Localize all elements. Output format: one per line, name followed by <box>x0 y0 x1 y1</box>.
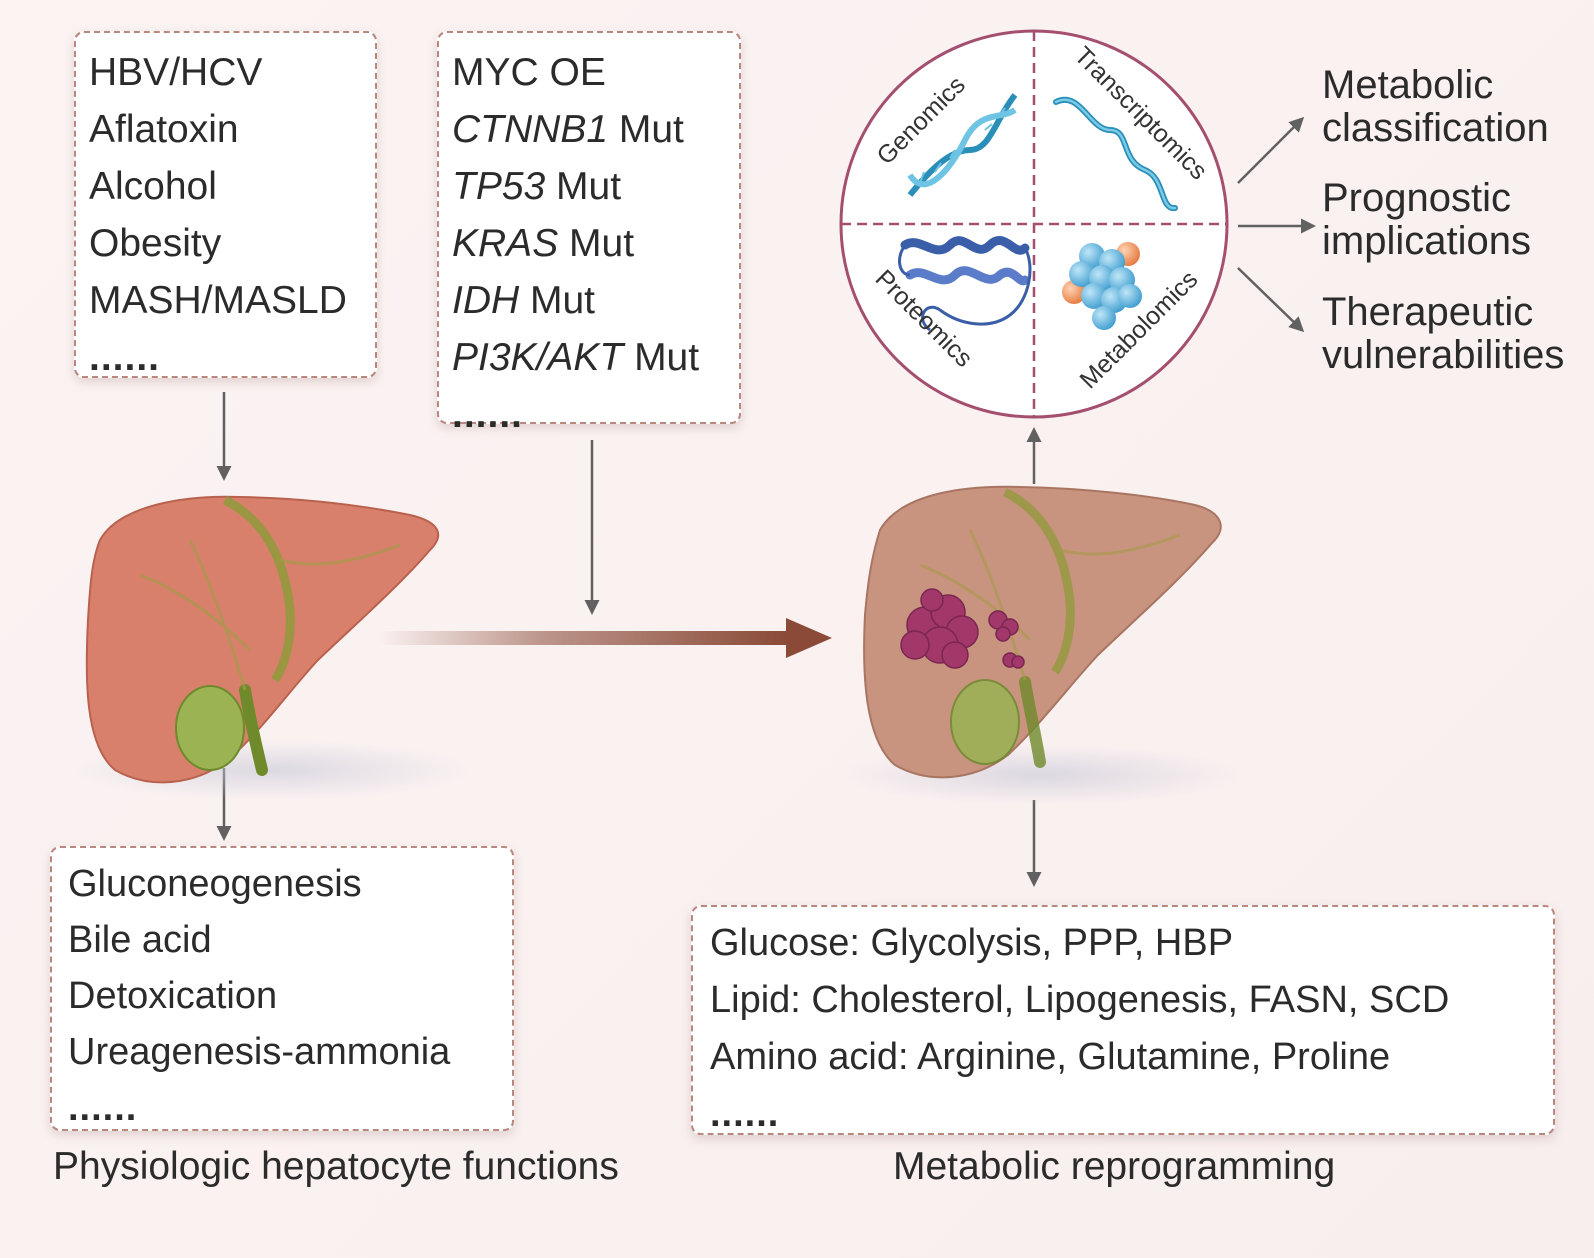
risk-factor-item: Aflatoxin <box>89 108 239 151</box>
reprogramming-item: Amino acid: Arginine, Glutamine, Proline <box>710 1036 1391 1078</box>
dna-double-helix-icon <box>907 93 1018 197</box>
reprogramming-ellipsis: ...... <box>710 1093 780 1135</box>
outcome-therapeutic-vulnerabilities: Therapeutic vulnerabilities <box>1322 290 1565 377</box>
mutation-item: TP53 Mut <box>452 165 622 208</box>
healthy-liver-illustration <box>70 495 470 800</box>
metabolite-molecule-icon <box>1062 242 1142 330</box>
mutation-item: CTNNB1 Mut <box>452 108 684 151</box>
risk-factors-box: HBV/HCV Aflatoxin Alcohol Obesity MASH/M… <box>74 31 377 379</box>
arrow-omics-to-therapeutic <box>1237 267 1305 333</box>
tumor-liver-illustration <box>840 485 1240 805</box>
physiologic-function-item: Detoxication <box>68 975 278 1017</box>
risk-factor-item: MASH/MASLD <box>89 279 347 322</box>
physiologic-ellipsis: ...... <box>68 1087 138 1129</box>
risk-factor-item: Obesity <box>89 222 222 265</box>
mutation-item: KRAS Mut <box>452 222 635 265</box>
physiologic-function-item: Gluconeogenesis <box>68 863 362 905</box>
reprogramming-item: Glucose: Glycolysis, PPP, HBP <box>710 922 1234 964</box>
mutation-item: IDH Mut <box>452 279 596 322</box>
protein-structure-icon <box>898 236 1032 332</box>
omics-circle: Genomics Transcriptomics Proteomics Meta… <box>839 29 1229 419</box>
mutations-box: MYC OE CTNNB1 Mut TP53 Mut KRAS Mut IDH … <box>437 31 741 436</box>
mutation-item: PI3K/AKT Mut <box>452 336 700 379</box>
reprogramming-caption: Metabolic reprogramming <box>893 1145 1336 1188</box>
physiologic-functions-box: Gluconeogenesis Bile acid Detoxication U… <box>50 846 514 1131</box>
metabolic-reprogramming-box: Glucose: Glycolysis, PPP, HBP Lipid: Cho… <box>691 905 1555 1135</box>
outcome-prognostic-implications: Prognostic implications <box>1322 176 1531 263</box>
mutation-item: MYC OE <box>452 51 606 94</box>
tumor-mass-small <box>988 610 1025 669</box>
tumor-mass-large <box>900 588 979 669</box>
main-progression-arrow <box>378 618 832 658</box>
mutations-ellipsis: ...... <box>452 393 524 436</box>
rna-strand-icon <box>1053 96 1178 211</box>
physiologic-function-item: Ureagenesis-ammonia <box>68 1031 451 1073</box>
outcome-metabolic-classification: Metabolic classification <box>1322 63 1549 150</box>
reprogramming-item: Lipid: Cholesterol, Lipogenesis, FASN, S… <box>710 979 1450 1021</box>
risk-factors-ellipsis: ...... <box>89 336 161 379</box>
risk-factor-item: HBV/HCV <box>89 51 263 94</box>
physiologic-function-item: Bile acid <box>68 919 212 961</box>
arrow-omics-to-metabolic-classification <box>1237 116 1305 184</box>
risk-factor-item: Alcohol <box>89 165 217 208</box>
physiologic-caption: Physiologic hepatocyte functions <box>53 1145 619 1188</box>
